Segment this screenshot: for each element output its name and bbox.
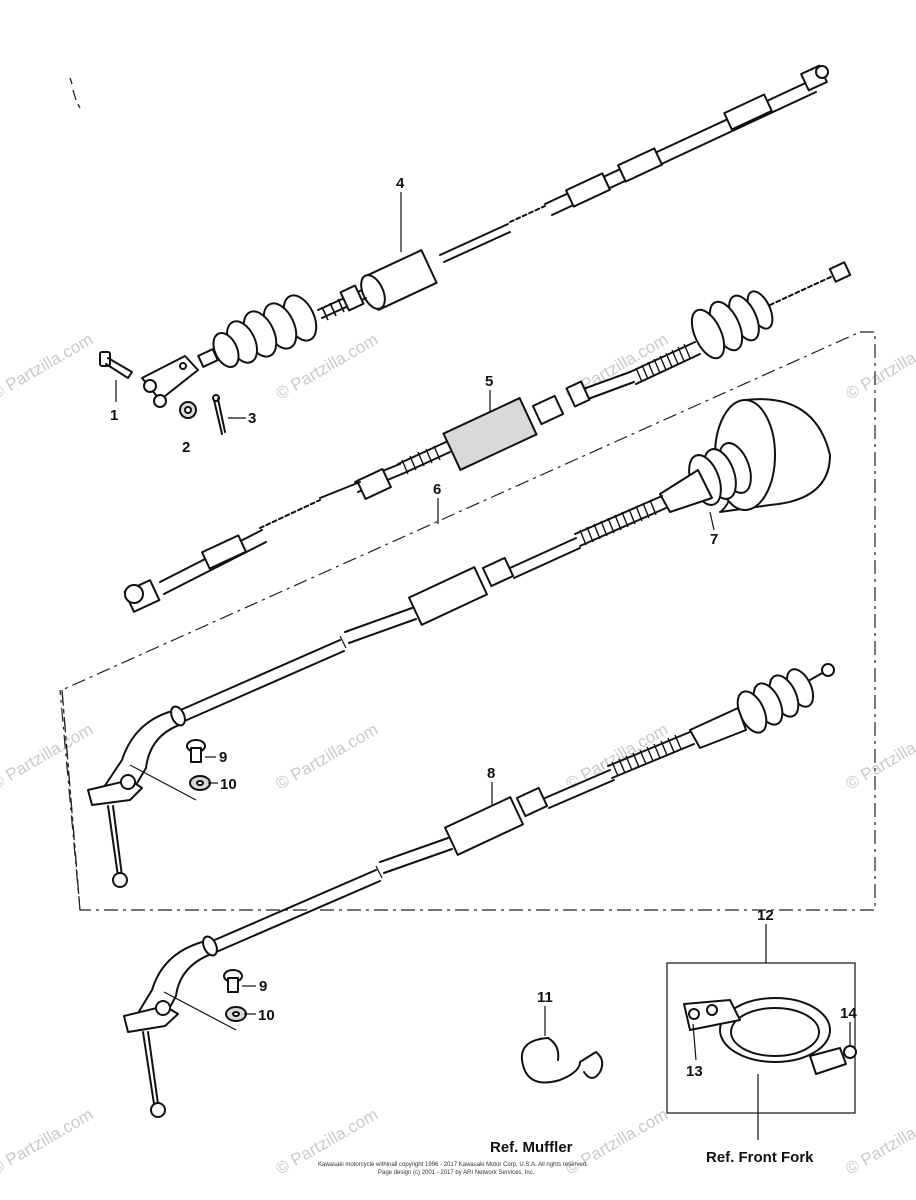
- washer-part-10-lower: [225, 1006, 247, 1022]
- callout-5: 5: [485, 373, 493, 390]
- watermark: © Partzilla.com: [0, 720, 96, 794]
- callout-labels: 1 2 3 4 5 6 7 8 9 10 9 10 11 12 13 14: [110, 175, 857, 1080]
- callout-8: 8: [487, 765, 495, 782]
- clevis-pin-part-1: [99, 351, 133, 379]
- watermark: © Partzilla.com: [843, 330, 916, 404]
- callout-10-lower: 10: [258, 1007, 275, 1024]
- group-outline: [59, 689, 81, 911]
- callout-7: 7: [710, 531, 718, 548]
- ref-muffler-label: Ref. Muffler: [490, 1139, 573, 1156]
- watermark: © Partzilla.com: [843, 720, 916, 794]
- callout-12: 12: [757, 907, 774, 924]
- cable-part-4: [141, 64, 829, 408]
- callout-6: 6: [433, 481, 441, 498]
- callout-9-lower: 9: [259, 978, 267, 995]
- clamp-part-12: [666, 962, 857, 1140]
- footer-copyright: Kawasaki motorcycle withinall copyright …: [318, 1162, 588, 1168]
- screw-part-9-lower: [223, 969, 243, 993]
- washer-part-2: [179, 401, 197, 419]
- screw-part-9-upper: [186, 739, 206, 763]
- callout-11: 11: [537, 989, 553, 1006]
- cable-part-8: [123, 663, 835, 1118]
- watermark: © Partzilla.com: [0, 1105, 96, 1179]
- watermark: © Partzilla.com: [843, 1105, 916, 1179]
- callout-3: 3: [248, 410, 256, 427]
- cable-part-6: [87, 398, 831, 888]
- callout-leaders: [115, 192, 851, 1061]
- callout-2: 2: [182, 439, 190, 456]
- watermark: © Partzilla.com: [0, 330, 96, 404]
- watermark: © Partzilla.com: [273, 720, 382, 794]
- washer-part-10-upper: [189, 775, 211, 791]
- callout-4: 4: [396, 175, 405, 192]
- callout-1: 1: [110, 407, 118, 424]
- footer-page-design: Page design (c) 2001 - 2017 by ARI Netwo…: [378, 1170, 535, 1176]
- ref-front-fork-label: Ref. Front Fork: [706, 1149, 814, 1166]
- callout-13: 13: [686, 1063, 703, 1080]
- stray-marks: [69, 77, 81, 109]
- clip-part-11: [520, 1037, 604, 1084]
- callout-9-upper: 9: [219, 749, 227, 766]
- callout-10-upper: 10: [220, 776, 237, 793]
- group-outline: [61, 331, 876, 911]
- callout-14: 14: [840, 1005, 857, 1022]
- cotter-pin-part-3: [212, 394, 226, 435]
- cable-part-5: [123, 261, 852, 613]
